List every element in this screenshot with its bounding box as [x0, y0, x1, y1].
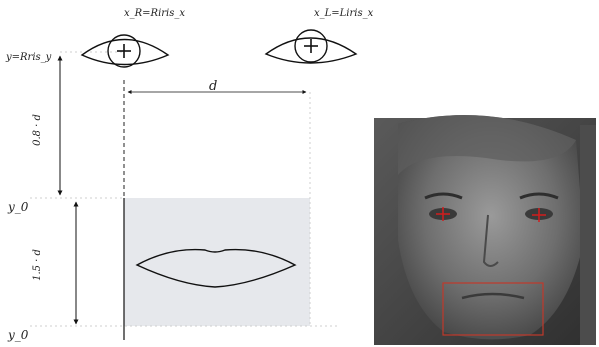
left-eye-x-label: x_L=Liris_x — [314, 8, 374, 19]
mouth-bottom-y-label: y_0 — [7, 328, 29, 342]
mouth-region — [124, 198, 310, 326]
left-eye-icon — [266, 30, 356, 63]
face-photo — [374, 115, 596, 345]
upper-offset-label: 0.8 · d — [32, 114, 43, 146]
mouth-height-label: 1.5 · d — [32, 249, 43, 281]
eye-line-y-label: y=Rris_y — [5, 52, 52, 63]
mouth-top-y-label: y_0 — [7, 200, 29, 214]
right-eye-icon — [82, 35, 168, 67]
distance-label: d — [209, 79, 217, 94]
right-eye-x-label: x_R=Riris_x — [124, 8, 185, 19]
